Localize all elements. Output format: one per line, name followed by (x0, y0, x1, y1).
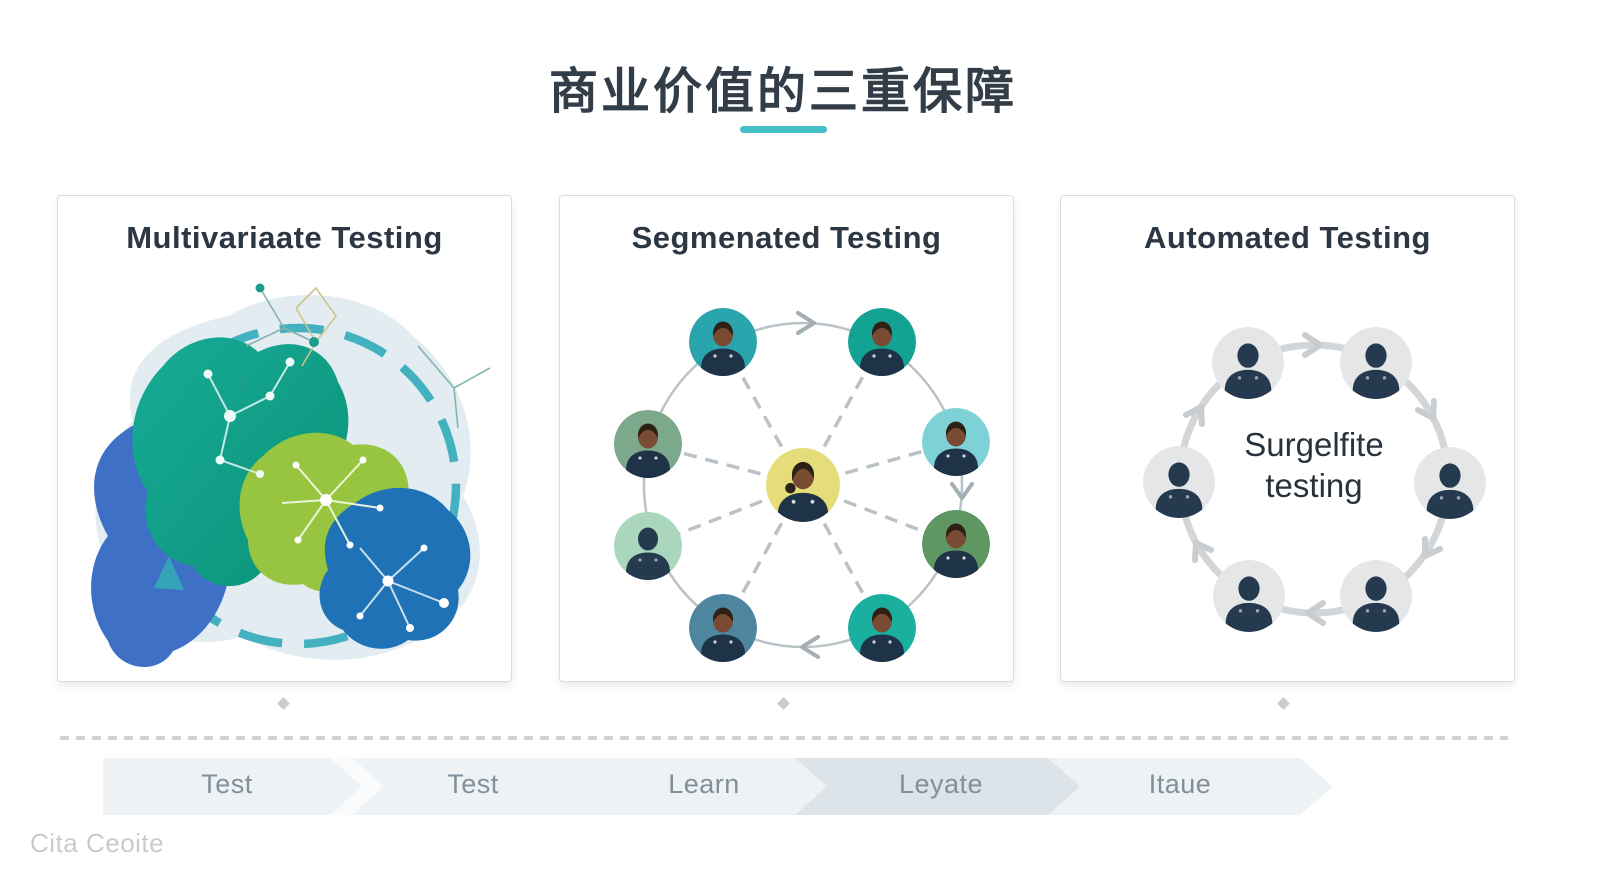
card-segmented-testing: Segmenated Testing (559, 195, 1014, 682)
watermark: Cita Ceoite (30, 828, 165, 858)
flow-step-test-1: Test (201, 769, 253, 799)
dashed-divider (60, 736, 1508, 740)
avatar (922, 408, 990, 476)
title-underline (740, 126, 827, 133)
network-lines (359, 547, 445, 629)
avatar (1212, 327, 1284, 399)
network-dots (203, 357, 295, 478)
flow-step-leyate: Leyate (898, 769, 984, 799)
flow-chevron-highlight (795, 758, 1080, 815)
automated-cycle-illustration (1143, 327, 1486, 632)
cycle-arrowheads (1183, 332, 1443, 626)
ring-arrowheads (796, 311, 974, 659)
page-title: 商业价值的三重保障 (548, 65, 1017, 119)
card-multivariate-testing: Multivariaate Testing (57, 195, 512, 682)
network-dots (356, 544, 449, 632)
connector-diamond (277, 697, 290, 710)
deep-blue-blob (319, 487, 471, 649)
network-dots (292, 456, 384, 549)
avatar (1414, 447, 1486, 519)
flow-step-test-2: Test (447, 769, 499, 799)
abstract-blobs-illustration (91, 283, 491, 668)
cycle-center-label: Surgelfite testing (1244, 426, 1384, 505)
card-automated-testing: Automated Testing (1060, 195, 1515, 682)
avatar (1143, 446, 1215, 518)
avatar (1340, 327, 1412, 399)
process-flow-ribbon (103, 758, 1333, 815)
avatar (848, 308, 916, 376)
avatar (922, 510, 990, 578)
connector-diamond (1277, 697, 1290, 710)
avatar (848, 594, 916, 662)
center-avatar (766, 448, 840, 522)
teal-node-dots (237, 283, 319, 388)
avatar (689, 594, 757, 662)
flow-chevron-separator (330, 758, 384, 815)
network-lines (281, 459, 381, 546)
thin-network-lines (245, 287, 491, 429)
connector-diamond (777, 697, 790, 710)
avatar (614, 512, 682, 580)
avatar (689, 308, 757, 376)
flow-step-itaue: Itaue (1148, 769, 1212, 799)
up-arrowhead-icon (154, 556, 184, 590)
segmented-network-illustration (614, 308, 990, 662)
avatar (1340, 560, 1412, 632)
flow-step-learn: Learn (668, 769, 740, 799)
avatar (614, 410, 682, 478)
card-title: Multivariaate Testing (126, 220, 443, 255)
avatar (1213, 560, 1285, 632)
card-title: Segmenated Testing (631, 220, 942, 255)
card-title: Automated Testing (1144, 220, 1431, 255)
